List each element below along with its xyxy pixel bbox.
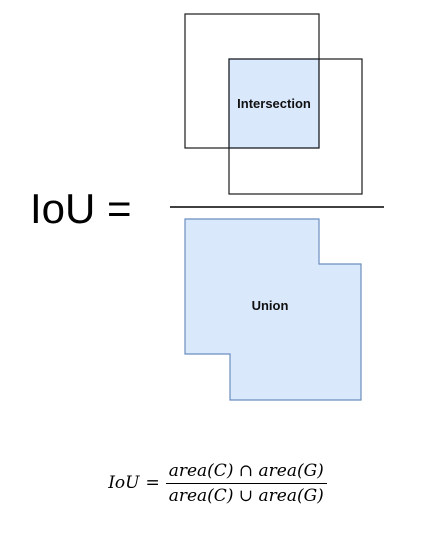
iou-lhs-label: IoU =	[30, 185, 132, 232]
intersection-label: Intersection	[237, 96, 311, 111]
formula-denominator: area(C) ∪ area(G)	[168, 485, 324, 506]
union-region	[184, 218, 362, 401]
denominator-group: Union	[184, 218, 362, 401]
box-c-outline	[184, 13, 320, 149]
formula-numerator: area(C) ∩ area(G)	[165, 461, 327, 484]
formula-lhs: IoU	[108, 473, 140, 493]
formula-equals: =	[145, 473, 160, 493]
box-g-outline	[228, 58, 363, 195]
numerator-group: Intersection	[184, 13, 363, 195]
iou-formula: IoU = area(C) ∩ area(G) area(C) ∪ area(G…	[0, 448, 435, 518]
union-label: Union	[252, 298, 289, 313]
intersection-region	[228, 58, 320, 149]
formula-fraction: area(C) ∩ area(G) area(C) ∪ area(G)	[165, 461, 327, 506]
